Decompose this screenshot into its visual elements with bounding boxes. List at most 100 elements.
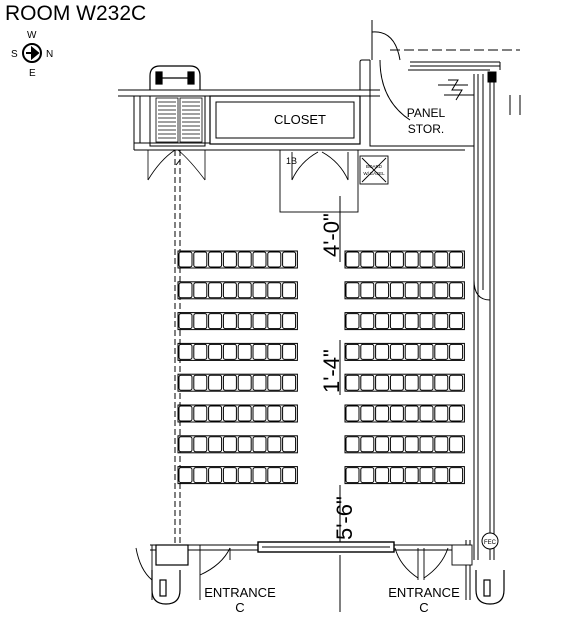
seat	[267, 405, 282, 422]
top-wall	[118, 89, 465, 151]
seat	[282, 343, 297, 360]
seat-row	[177, 435, 298, 454]
seat	[404, 374, 419, 391]
seat	[252, 282, 267, 299]
seat-row	[344, 466, 465, 485]
seat	[360, 282, 375, 299]
seat	[419, 405, 434, 422]
seat-row	[177, 312, 298, 331]
seat	[208, 467, 223, 484]
seat-row	[344, 373, 465, 392]
seat	[434, 374, 449, 391]
dimension-aisle: 1'-4"	[319, 340, 344, 395]
entrance-right-door	[394, 544, 473, 580]
seat	[282, 405, 297, 422]
dimension-front-label: 4'-0"	[319, 213, 344, 257]
seat	[449, 405, 464, 422]
seat	[389, 405, 404, 422]
seat	[375, 343, 390, 360]
seat	[208, 251, 223, 268]
board-label-1: BOARD	[366, 164, 383, 169]
seat	[375, 374, 390, 391]
seat	[237, 343, 252, 360]
seat	[222, 405, 237, 422]
seat-row	[177, 373, 298, 392]
seat	[449, 251, 464, 268]
seat	[282, 436, 297, 453]
entrance-left-label: ENTRANCE	[204, 585, 276, 600]
seat-row	[177, 281, 298, 300]
seat	[222, 282, 237, 299]
dimension-aisle-label: 1'-4"	[319, 349, 344, 393]
board-label-2: W/ EASEL	[363, 171, 385, 176]
compass-north: N	[46, 49, 53, 60]
seat	[252, 374, 267, 391]
seat	[389, 251, 404, 268]
seat	[252, 405, 267, 422]
seat	[375, 282, 390, 299]
right-wall	[465, 71, 497, 600]
seat	[237, 467, 252, 484]
seat-row	[344, 342, 465, 361]
seat	[345, 374, 360, 391]
seat	[208, 313, 223, 330]
column-left-bottom	[151, 544, 189, 605]
seat	[434, 405, 449, 422]
dimension-front: 4'-0"	[319, 196, 344, 262]
seat	[419, 436, 434, 453]
seat	[222, 374, 237, 391]
seat	[389, 313, 404, 330]
room-title: ROOM W232C	[5, 2, 147, 25]
panel-storage	[359, 20, 521, 147]
seat	[389, 282, 404, 299]
entrance-left-code: C	[235, 600, 244, 615]
seat	[389, 343, 404, 360]
seat	[208, 405, 223, 422]
seating-section-right	[344, 250, 465, 485]
seat	[449, 282, 464, 299]
seat	[375, 405, 390, 422]
compass: W S N E	[11, 30, 53, 79]
seat	[237, 436, 252, 453]
seat	[222, 343, 237, 360]
seat-row	[344, 312, 465, 331]
seat	[419, 374, 434, 391]
seat	[449, 436, 464, 453]
seat	[389, 467, 404, 484]
fire-extinguisher-cabinet: FEC	[481, 532, 499, 550]
seat	[434, 251, 449, 268]
seat	[404, 436, 419, 453]
seat	[178, 436, 193, 453]
seat	[193, 436, 208, 453]
seat	[360, 467, 375, 484]
seat	[178, 467, 193, 484]
seat	[404, 405, 419, 422]
seat	[267, 251, 282, 268]
seat	[178, 343, 193, 360]
seat	[193, 374, 208, 391]
seat	[449, 313, 464, 330]
seat	[193, 282, 208, 299]
seat	[375, 313, 390, 330]
seat	[193, 343, 208, 360]
seat	[252, 313, 267, 330]
seat	[193, 313, 208, 330]
seat	[178, 374, 193, 391]
board-easel	[359, 155, 389, 185]
seat	[345, 405, 360, 422]
seat	[267, 467, 282, 484]
seat	[267, 374, 282, 391]
seat	[449, 343, 464, 360]
seat	[419, 251, 434, 268]
compass-east: E	[29, 68, 36, 79]
bottom-wall	[150, 541, 470, 612]
vent-grille	[155, 97, 203, 143]
seat-row	[177, 404, 298, 423]
compass-south: S	[11, 49, 18, 60]
seat	[404, 282, 419, 299]
seat	[252, 436, 267, 453]
seat	[282, 467, 297, 484]
seat	[252, 343, 267, 360]
seat	[360, 343, 375, 360]
